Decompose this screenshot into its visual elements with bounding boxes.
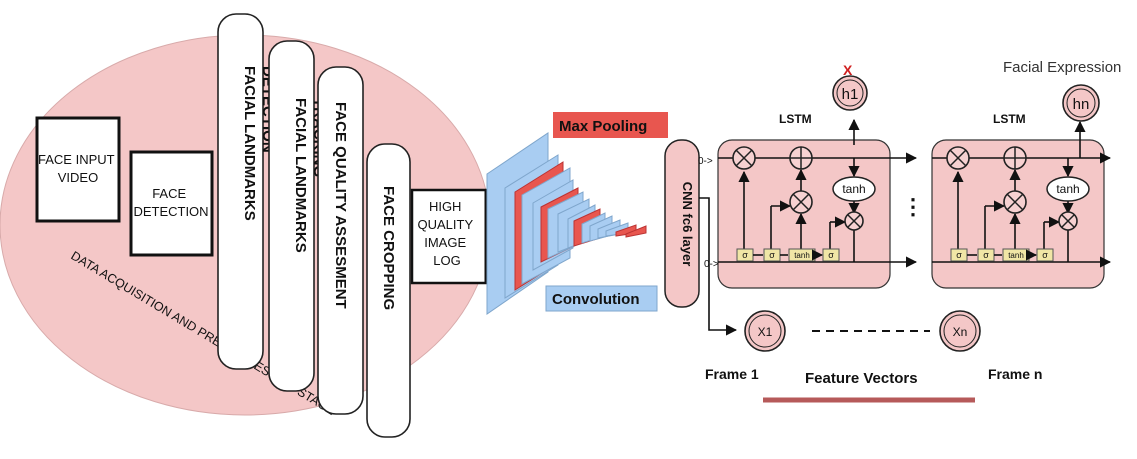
convolution-label-box: Convolution: [545, 285, 658, 312]
card-1-line-1: FACIAL LANDMARKS: [241, 66, 258, 221]
convolution-label: Convolution: [552, 291, 639, 308]
lstm-1-input-bottom: 0->: [704, 259, 719, 270]
image-log-line-3: IMAGE: [424, 235, 466, 250]
xn-label: Xn: [953, 325, 968, 339]
x1-label: X1: [758, 325, 773, 339]
image-log-line-1: HIGH: [429, 199, 462, 214]
max-pooling-label-box: Max Pooling: [553, 112, 668, 138]
lstm-n-gate-output-label: σ: [1042, 250, 1048, 260]
lstm-cell-1: 0-> 0-> tanh σ σ tanh σ: [698, 112, 918, 289]
cnn-fc6-layer: CNN fc6 layer: [664, 139, 700, 308]
image-log-line-4: LOG: [433, 253, 460, 268]
card-3-line-1: FACE QUALITY ASSESMENT: [332, 102, 349, 309]
cnn-stack: [486, 132, 647, 315]
cnn-fc6-label: CNN fc6 layer: [680, 182, 695, 267]
lstm-1-label: LSTM: [779, 112, 812, 126]
lstm-n-gate-tanh-label: tanh: [1008, 251, 1024, 260]
svg-text:FACE QUALITY ASSESMENT: FACE QUALITY ASSESMENT: [332, 102, 349, 309]
frame-n-label: Frame n: [988, 366, 1042, 382]
lstm-n-tanh-op: [1046, 176, 1090, 202]
fc6-to-x1-arrow: [699, 197, 738, 336]
facial-expression-label: Facial Expression: [1003, 59, 1121, 76]
face-detection-line-1: FACE: [152, 186, 186, 201]
face-cropping-card: FACE CROPPING: [366, 143, 411, 438]
lstm-n-tanh-label: tanh: [1056, 182, 1079, 196]
image-log-line-2: QUALITY: [417, 217, 473, 232]
face-quality-assesment-card: FACE QUALITY ASSESMENT: [317, 66, 364, 415]
frame-1-label: Frame 1: [705, 366, 759, 382]
card-4-line-1: FACE CROPPING: [380, 186, 397, 310]
svg-text:FACE INPUT VIDEO: FACE INPUT VIDEO: [38, 152, 118, 185]
max-pooling-label: Max Pooling: [559, 118, 647, 135]
svg-text:FACE CROPPING: FACE CROPPING: [380, 186, 397, 310]
feature-vectors-label: Feature Vectors: [805, 370, 918, 387]
face-input-video-line-1: FACE INPUT: [38, 152, 115, 167]
lstm-n-gate-input-label: σ: [983, 250, 989, 260]
hn-label: hn: [1073, 96, 1090, 113]
card-2-line-1: FACIAL LANDMARKS: [292, 98, 309, 253]
hn-output: hn: [1062, 84, 1100, 122]
h1-cross-mark: X: [843, 62, 853, 78]
lstm-n-gate-forget-label: σ: [956, 250, 962, 260]
lstm-1-tanh-label: tanh: [842, 182, 865, 196]
lstm-1-gate-tanh-label: tanh: [794, 251, 810, 260]
svg-text:FACE DETECTION: FACE DETECTION: [133, 186, 208, 219]
lstm-1-gate-forget-label: σ: [742, 250, 748, 260]
lstm-1-tanh-op: [832, 176, 876, 202]
lstm-ellipsis: ⋮: [902, 194, 924, 219]
image-log-box: HIGH QUALITY IMAGE LOG: [410, 188, 490, 285]
face-input-video-line-2: VIDEO: [58, 170, 98, 185]
face-detection-box: FACE DETECTION: [129, 150, 214, 257]
lstm-1-gate-input-label: σ: [769, 250, 775, 260]
h1-output: h1 X: [832, 62, 868, 111]
lstm-1-input-top: 0->: [698, 156, 713, 167]
xn-node: Xn: [939, 310, 981, 352]
lstm-1-gate-output-label: σ: [828, 250, 834, 260]
lstm-cell-n: tanh σ σ tanh σ LSTM: [931, 112, 1112, 289]
lstm-n-label: LSTM: [993, 112, 1026, 126]
svg-text:HIGH QUALITY IMAGE: HIGH QUALITY IMAGE LOG: [417, 199, 476, 268]
x1-node: X1: [744, 310, 786, 352]
face-input-video-box: FACE INPUT VIDEO: [35, 116, 121, 223]
face-detection-line-2: DETECTION: [133, 204, 208, 219]
h1-label: h1: [842, 86, 859, 103]
